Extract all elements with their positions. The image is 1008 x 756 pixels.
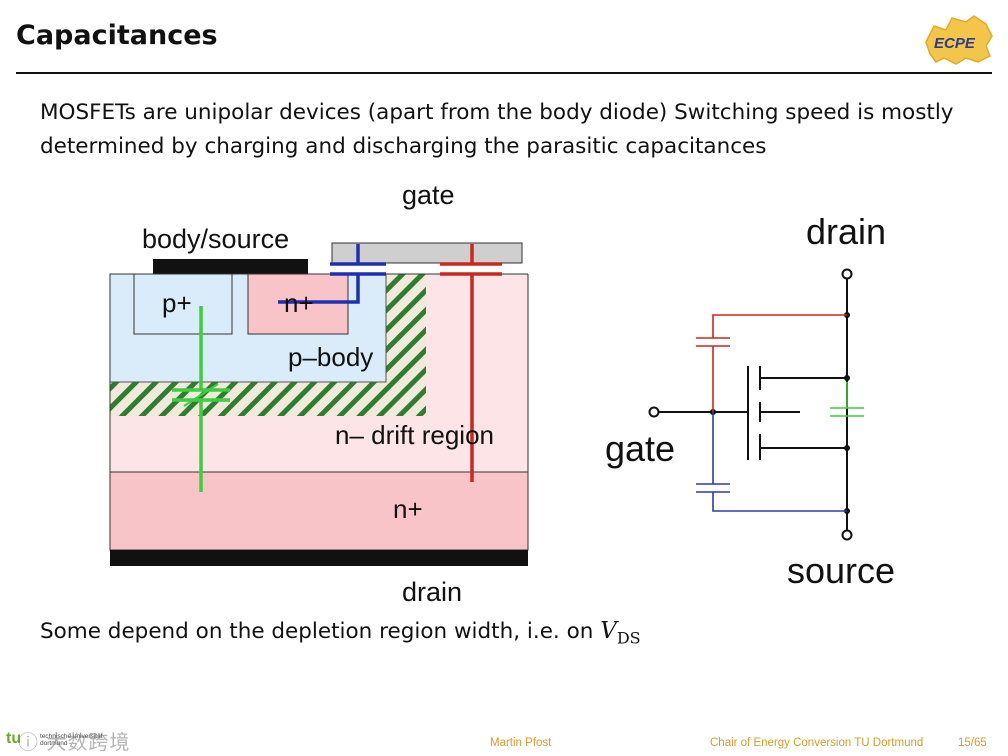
- n-plus-substrate: [109, 471, 529, 551]
- schematic-label-gate: gate: [605, 428, 675, 469]
- cap-body-drain: [172, 306, 230, 492]
- page-number: 15/65: [958, 737, 987, 749]
- intro-paragraph: MOSFETs are unipolar devices (apart from…: [40, 100, 954, 159]
- depletion-note: Some depend on the depletion region widt…: [40, 618, 641, 648]
- schematic-cap-drain-source: [830, 382, 864, 417]
- schematic-cap-gate-source: [696, 412, 847, 512]
- label-gate-top: gate: [402, 180, 455, 210]
- depletion-note-text: Some depend on the depletion region widt…: [40, 619, 601, 644]
- label-drift-region: n– drift region: [335, 420, 494, 450]
- watermark: ⓘ 大数跨境: [18, 730, 131, 754]
- label-p-plus: p+: [162, 288, 192, 318]
- slide-title: Capacitances: [16, 20, 218, 51]
- gate-terminal: [648, 406, 660, 418]
- p-plus-region: [133, 273, 233, 335]
- ecpe-logo-text: ECPE: [934, 35, 976, 52]
- title-divider: [16, 72, 992, 74]
- label-drain-bottom: drain: [402, 577, 462, 607]
- label-body-source: body/source: [142, 224, 289, 254]
- tu-logo-mark: tu: [6, 730, 22, 747]
- vds-symbol: VDS: [600, 618, 641, 648]
- label-n-plus-substrate: n+: [393, 494, 423, 524]
- schematic-label-drain: drain: [806, 211, 886, 252]
- source-metal: [153, 259, 308, 274]
- schematic-cap-gate-drain: [696, 314, 847, 412]
- drain-metal: [110, 550, 528, 566]
- institution-name: technische universität dortmund: [40, 733, 103, 747]
- footer-author: Martin Pfost: [490, 737, 552, 749]
- mosfet-schematic: drain gate source: [605, 211, 895, 591]
- label-n-plus-source: n+: [284, 288, 314, 318]
- gate-electrode: [331, 242, 523, 264]
- drain-terminal: [841, 268, 853, 280]
- cap-gate-drain: [440, 244, 502, 482]
- source-terminal: [841, 529, 853, 541]
- schematic-label-source: source: [787, 550, 895, 591]
- cross-section: gate body/source p+ n+ p–body n– drift r…: [109, 180, 529, 607]
- cap-gate-source: [278, 244, 386, 304]
- footer-chair: Chair of Energy Conversion TU Dortmund: [710, 737, 924, 749]
- n-plus-source-region: [247, 273, 349, 335]
- ecpe-logo: ECPE: [925, 15, 993, 65]
- label-p-body: p–body: [288, 342, 373, 372]
